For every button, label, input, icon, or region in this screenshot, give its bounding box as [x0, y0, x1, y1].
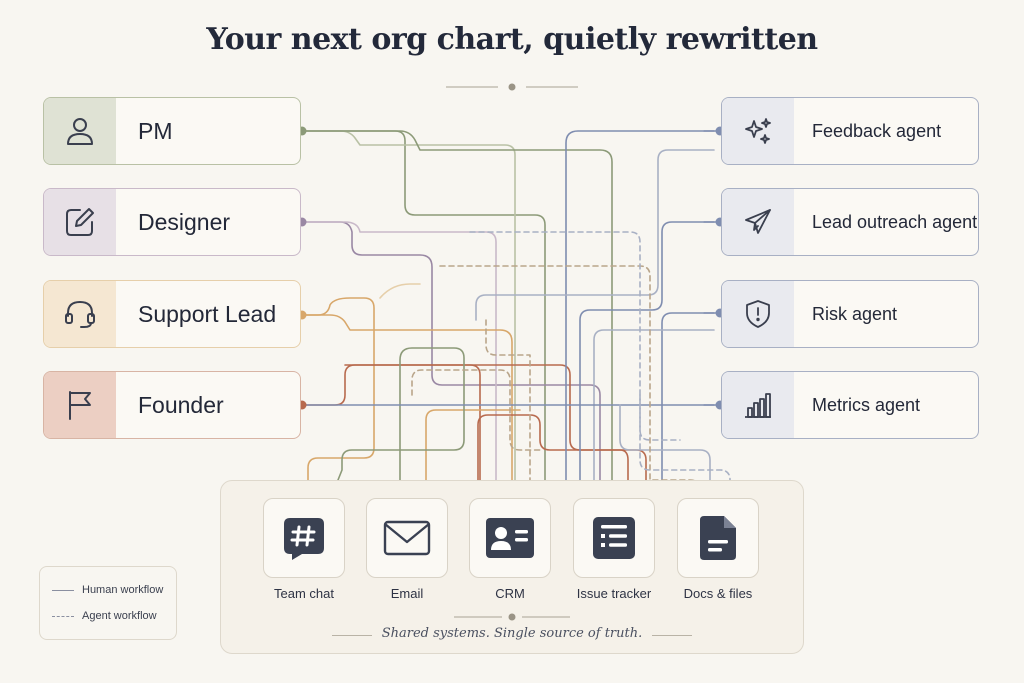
tagline-rule-left [332, 635, 372, 636]
connector-agent-dashed-4 [411, 369, 541, 451]
legend-label: Human workflow [82, 584, 164, 596]
human-card-founder[interactable]: Founder [43, 371, 301, 439]
system-label: Issue tracker [576, 586, 652, 601]
system-label: Docs & files [683, 586, 753, 601]
envelope-icon [383, 520, 431, 556]
connector-crm-docs [477, 414, 647, 491]
human-icon-cell [44, 281, 116, 347]
agent-card-lead-outreach[interactable]: Lead outreach agent [721, 188, 979, 256]
paper-plane-icon [745, 209, 771, 234]
human-label: Designer [138, 208, 231, 235]
connector-founder-email [301, 364, 481, 491]
system-tile-issue-tracker[interactable] [573, 498, 655, 578]
human-label: PM [138, 117, 173, 144]
connector-leadoutreach-feedback [475, 149, 715, 321]
connector-pm-tracker [301, 130, 613, 491]
document-icon [700, 516, 736, 560]
system-tile-crm[interactable] [469, 498, 551, 578]
connector-designer-tracker [301, 221, 497, 491]
system-label: Email [390, 586, 424, 601]
legend-row-human: Human workflow [52, 584, 163, 596]
dashed-line-swatch [52, 615, 74, 617]
connector-support-chat [301, 314, 513, 491]
contact-card-icon [486, 518, 534, 558]
system-tile-docs-files[interactable] [677, 498, 759, 578]
agent-card-risk[interactable]: Risk agent [721, 280, 979, 348]
connector-risk-crm [593, 329, 715, 491]
pencil-square-icon [66, 208, 94, 236]
tagline: Shared systems. Single source of truth. [381, 626, 643, 641]
agent-label: Feedback agent [812, 120, 942, 141]
agent-icon-cell [722, 281, 794, 347]
agent-icon-cell [722, 189, 794, 255]
page-title: Your next org chart, quietly rewritten [206, 22, 818, 57]
shield-alert-icon [746, 300, 770, 328]
human-card-pm[interactable]: PM [43, 97, 301, 165]
title-ornament [446, 83, 578, 91]
connector-agent-dashed-5 [639, 394, 681, 441]
connector-support-docs [379, 283, 421, 299]
human-icon-cell [44, 189, 116, 255]
solid-line-swatch [52, 589, 74, 591]
human-endpoints [297, 126, 307, 410]
connector-pm-email [301, 130, 516, 481]
connector-risk-docs [661, 312, 715, 491]
human-icon-cell [44, 98, 116, 164]
legend-row-agent: Agent workflow [52, 610, 157, 622]
person-icon [67, 118, 93, 145]
legend: Human workflow Agent workflow [39, 566, 177, 640]
agent-label: Risk agent [812, 303, 898, 324]
connector-agent-dashed-2 [469, 231, 731, 491]
agent-label: Lead outreach agent [812, 211, 978, 232]
bar-chart-icon [745, 393, 771, 418]
human-card-designer[interactable]: Designer [43, 188, 301, 256]
sparkles-icon [745, 118, 771, 144]
connector-agent-dashed-3 [485, 319, 531, 491]
agent-endpoints [715, 126, 725, 410]
legend-label: Agent workflow [82, 610, 157, 622]
human-label: Support Lead [138, 300, 277, 327]
headset-icon [65, 301, 95, 328]
connector-leadoutreach-tracker [579, 221, 715, 491]
panel-ornament [454, 613, 570, 621]
system-tile-email[interactable] [366, 498, 448, 578]
agent-card-metrics[interactable]: Metrics agent [721, 371, 979, 439]
agent-label: Metrics agent [812, 394, 921, 415]
connector-founder-tracker [344, 364, 629, 491]
hash-chat-icon [284, 518, 324, 560]
tagline-rule-right [652, 635, 692, 636]
human-label: Founder [138, 391, 224, 418]
connector-founder-crm [425, 409, 521, 491]
checklist-icon [593, 517, 635, 559]
connector-support-team [301, 297, 375, 491]
agent-icon-cell [722, 98, 794, 164]
connector-designer-email [301, 221, 601, 491]
flag-icon [69, 391, 91, 420]
human-card-support-lead[interactable]: Support Lead [43, 280, 301, 348]
system-label: CRM [495, 586, 525, 601]
connector-pm-crm [301, 130, 546, 481]
human-icon-cell [44, 372, 116, 438]
system-tile-team-chat[interactable] [263, 498, 345, 578]
connector-chat-email [333, 347, 465, 491]
system-label: Team chat [274, 586, 334, 601]
agent-card-feedback[interactable]: Feedback agent [721, 97, 979, 165]
connector-metrics-docs [619, 404, 711, 491]
agent-icon-cell [722, 372, 794, 438]
connector-feedback-tracker [565, 130, 715, 491]
